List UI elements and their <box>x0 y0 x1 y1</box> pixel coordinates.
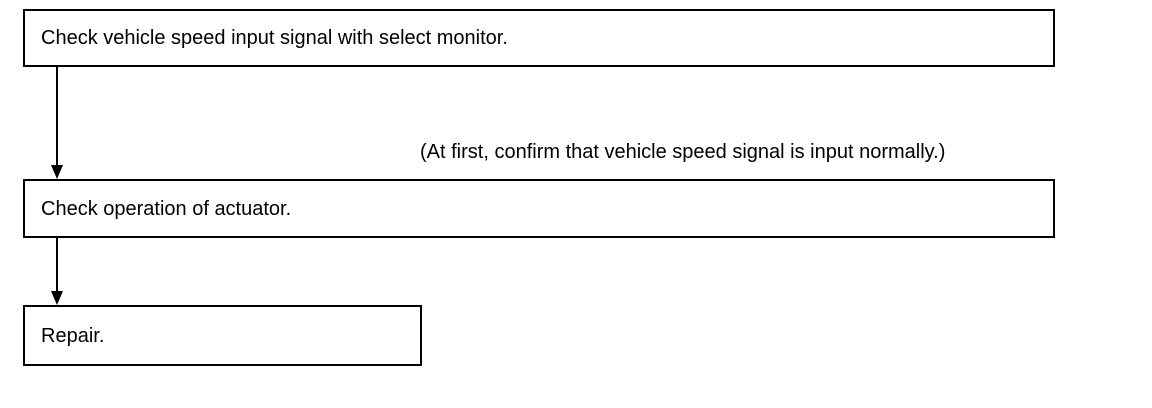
flow-step-label: Check operation of actuator. <box>41 197 292 220</box>
arrow-down-icon <box>51 291 63 305</box>
flow-step-check-actuator: Check operation of actuator. <box>23 179 1055 238</box>
flow-step-label: Check vehicle speed input signal with se… <box>41 27 508 49</box>
flow-note: (At first, confirm that vehicle speed si… <box>420 141 946 163</box>
arrow-down-icon <box>51 165 63 179</box>
flow-step-repair: Repair. <box>23 305 422 366</box>
flow-step-check-speed-signal: Check vehicle speed input signal with se… <box>23 9 1055 67</box>
flow-step-label: Repair. <box>41 324 105 347</box>
arrow-step2-to-step3 <box>51 238 63 305</box>
arrow-step1-to-step2 <box>51 67 63 179</box>
